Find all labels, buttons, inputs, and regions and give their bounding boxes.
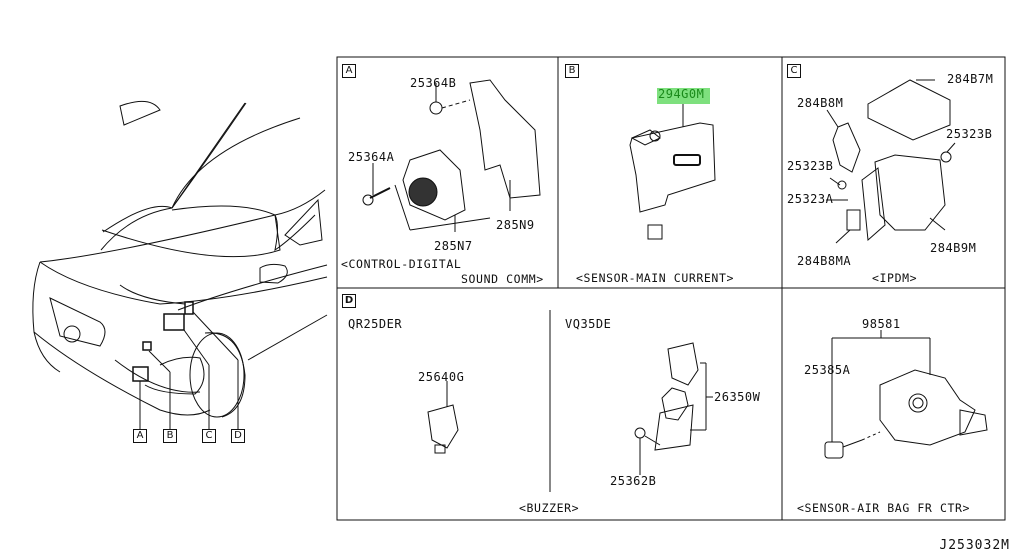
part-number-25364a[interactable]: 25364A [348, 150, 395, 164]
panel-d-caption: <BUZZER> [519, 501, 580, 515]
panel-b-caption: <SENSOR-MAIN CURRENT> [576, 271, 734, 285]
panel-b-drawing [629, 101, 716, 240]
callout-A: A [133, 429, 147, 443]
part-number-25640g[interactable]: 25640G [418, 370, 465, 384]
part-number-284b8ma[interactable]: 284B8MA [797, 254, 852, 268]
part-number-25323b-left[interactable]: 25323B [787, 159, 834, 173]
callout-B: B [163, 429, 177, 443]
part-number-25323b-right[interactable]: 25323B [946, 127, 993, 141]
panel-a-caption-line2: SOUND COMM> [461, 272, 544, 286]
part-number-25323a[interactable]: 25323A [787, 192, 834, 206]
panel-d-drawing [427, 342, 713, 475]
panel-a-letter: A [342, 64, 356, 78]
engine-label-vq35de: VQ35DE [565, 317, 612, 331]
panel-d-letter: D [342, 294, 356, 308]
vehicle-illustration [32, 100, 328, 429]
panel-a-caption-line1: <CONTROL-DIGITAL [341, 257, 462, 271]
part-number-25362b[interactable]: 25362B [610, 474, 657, 488]
panel-e-drawing [824, 330, 988, 459]
panel-frame [336, 56, 1006, 521]
callout-D: D [231, 429, 245, 443]
part-number-98581[interactable]: 98581 [862, 317, 901, 331]
callout-C: C [202, 429, 216, 443]
part-number-284b7m[interactable]: 284B7M [947, 72, 994, 86]
panel-c-caption: <IPDM> [872, 271, 918, 285]
panel-a-drawing [362, 79, 541, 232]
panel-e-caption: <SENSOR-AIR BAG FR CTR> [797, 501, 971, 515]
part-number-285n9[interactable]: 285N9 [496, 218, 535, 232]
part-number-285n7[interactable]: 285N7 [434, 239, 473, 253]
panel-c-letter: C [787, 64, 801, 78]
component-B-on-car [142, 341, 152, 351]
panel-b-letter: B [565, 64, 579, 78]
diagram-code: J253032M [939, 538, 1010, 553]
part-number-284b9m[interactable]: 284B9M [930, 241, 977, 255]
part-number-294g0m-highlighted[interactable]: 294G0M [657, 88, 711, 104]
part-number-284b8m[interactable]: 284B8M [797, 96, 844, 110]
part-number-25385a[interactable]: 25385A [804, 363, 851, 377]
component-C-on-car [163, 313, 185, 331]
engine-label-qr25der: QR25DER [348, 317, 403, 331]
component-D-on-car [184, 301, 194, 315]
panel-c-drawing [826, 79, 956, 244]
part-number-25364b[interactable]: 25364B [410, 76, 457, 90]
part-number-26350w[interactable]: 26350W [714, 390, 761, 404]
